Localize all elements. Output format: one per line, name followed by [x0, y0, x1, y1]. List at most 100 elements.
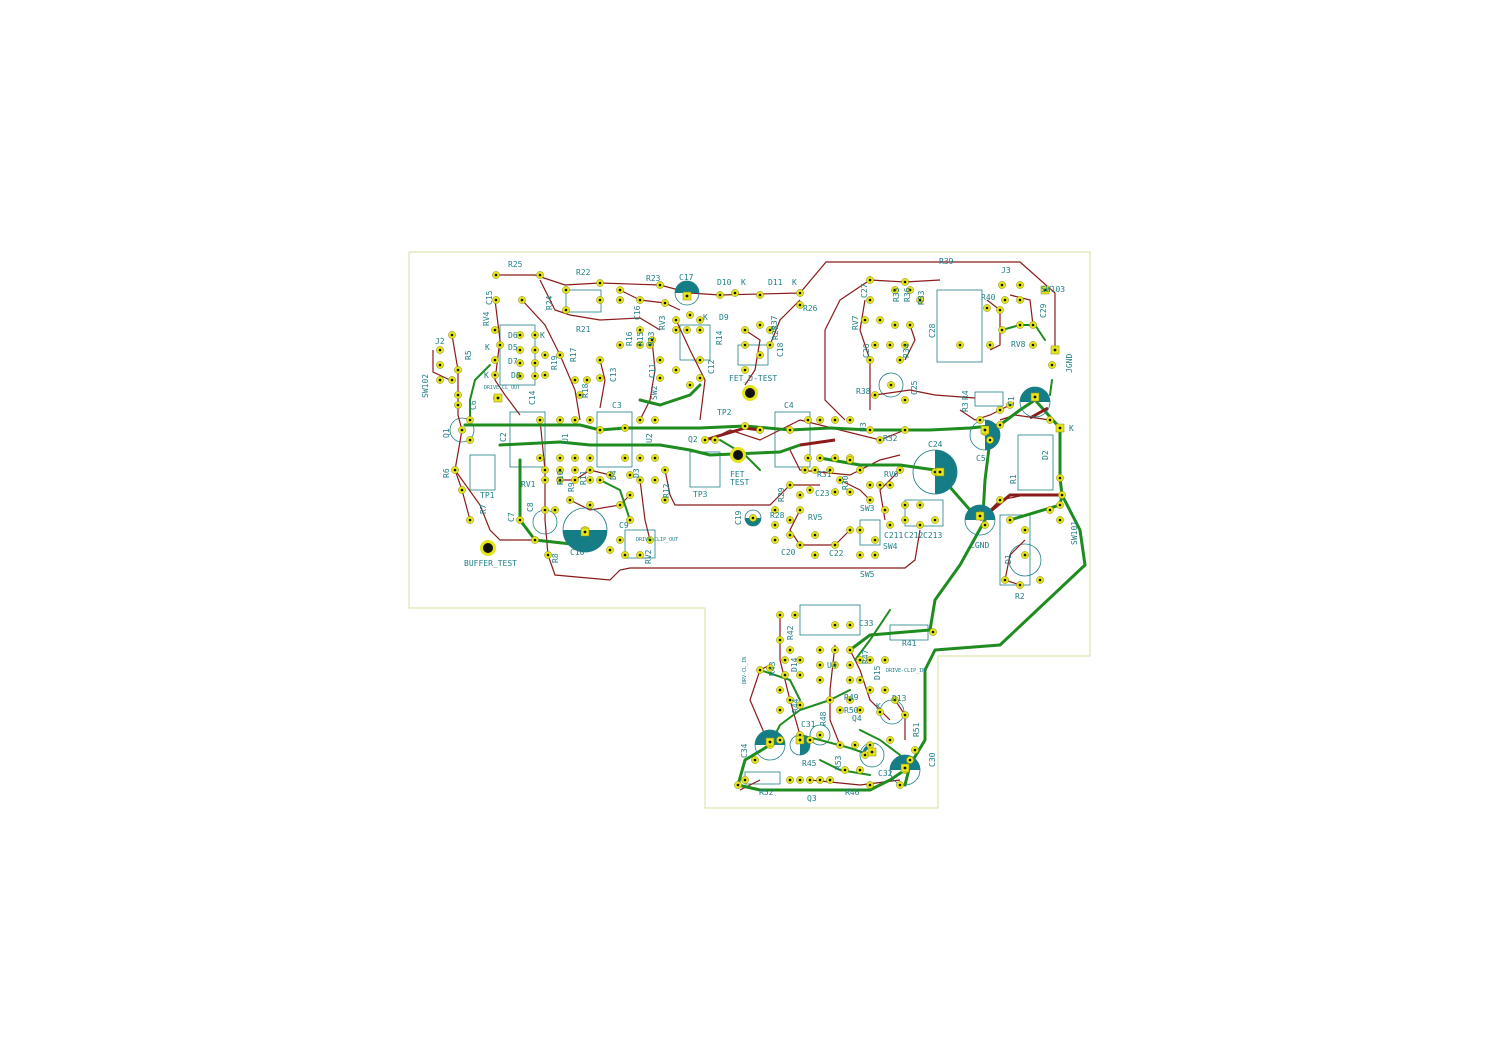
label-kd5: K	[485, 343, 490, 352]
pad-drill	[853, 743, 857, 747]
label-d13: D13	[892, 694, 907, 703]
pad-drill	[736, 783, 740, 787]
pad-drill	[533, 361, 537, 365]
label-r44: R44	[791, 698, 800, 713]
pad-drill	[798, 733, 802, 737]
pad-drill	[456, 403, 460, 407]
pad-drill	[798, 543, 802, 547]
pad-drill	[833, 663, 837, 667]
label-sw4: SW4	[883, 542, 898, 551]
label-r52: R52	[759, 788, 774, 797]
pad-drill	[808, 488, 812, 492]
pad-drill	[588, 503, 592, 507]
pad-drill	[768, 740, 772, 744]
pad-drill	[788, 518, 792, 522]
label-r28: R28	[770, 511, 785, 520]
pad-drill	[698, 358, 702, 362]
label-c17: C17	[679, 273, 694, 282]
pad-drill	[638, 298, 642, 302]
pad-drill	[778, 638, 782, 642]
pad-drill	[889, 383, 893, 387]
pad-drill	[858, 468, 862, 472]
pad-drill	[883, 688, 887, 692]
pad-drill	[758, 353, 762, 357]
pad-drill	[618, 538, 622, 542]
pad-drill	[460, 428, 464, 432]
pad-drill	[618, 298, 622, 302]
label-r32: R32	[883, 434, 898, 443]
pad-drill	[658, 358, 662, 362]
pad-drill	[1018, 283, 1022, 287]
label-c213: C213	[923, 531, 942, 540]
label-c26: C26	[862, 343, 871, 358]
pad-drill	[598, 298, 602, 302]
pad-drill	[828, 778, 832, 782]
label-sw3: SW3	[860, 504, 875, 513]
pad-drill	[598, 281, 602, 285]
label-c12: C12	[707, 359, 716, 374]
pad-drill	[438, 378, 442, 382]
pad-drill	[788, 778, 792, 782]
label-kd8: K	[484, 371, 489, 380]
label-r18: R18	[581, 383, 590, 398]
label-sw102: SW102	[421, 374, 430, 398]
pad-drill	[838, 478, 842, 482]
pad-drill	[648, 538, 652, 542]
pad-drill	[798, 738, 802, 742]
pad-drill	[798, 291, 802, 295]
pad-drill	[753, 758, 757, 762]
pad-drill	[1023, 553, 1027, 557]
pad-drill	[793, 613, 797, 617]
label-r10: R10	[556, 470, 565, 485]
electrolytic-caps	[563, 281, 1050, 770]
pad-drill	[868, 298, 872, 302]
pad-drill	[758, 668, 762, 672]
pad-drill	[778, 613, 782, 617]
label-d14: D14	[790, 657, 799, 672]
pad-drill	[518, 374, 522, 378]
pad-drill	[768, 666, 772, 670]
label-c10: C10	[570, 548, 585, 557]
pad-drill	[573, 478, 577, 482]
label-sw2: SW2	[650, 385, 659, 400]
pad-drill	[543, 508, 547, 512]
pad-drill	[493, 358, 497, 362]
pad-drill	[638, 328, 642, 332]
pad-drill	[798, 658, 802, 662]
label-c32: C32	[878, 769, 893, 778]
pad-drill	[833, 648, 837, 652]
pad-drill	[908, 758, 912, 762]
pad-drill	[538, 418, 542, 422]
pad-drill	[558, 478, 562, 482]
pad-drill	[623, 426, 627, 430]
pad-drill	[988, 438, 992, 442]
pad-drill	[818, 648, 822, 652]
pad-drill	[1018, 323, 1022, 327]
pad-drill	[788, 533, 792, 537]
pad-drill	[868, 498, 872, 502]
pad-drill	[543, 468, 547, 472]
pad-drill	[653, 478, 657, 482]
pad-drill	[623, 553, 627, 557]
pad-drill	[733, 291, 737, 295]
label-u3: U3	[859, 422, 868, 432]
label-r53: R53	[834, 755, 843, 770]
pad-drill	[588, 456, 592, 460]
pad-drill	[1058, 503, 1062, 507]
label-r30: R30	[841, 475, 850, 490]
pad-drill	[773, 523, 777, 527]
pad-drill	[838, 743, 842, 747]
label-rv3: RV3	[658, 315, 667, 330]
pad-drill	[818, 663, 822, 667]
label-c19: C19	[734, 510, 743, 525]
label-r6: R6	[442, 468, 451, 478]
pad-drill	[533, 333, 537, 337]
label-r17: R17	[569, 347, 578, 362]
pad-drill	[703, 438, 707, 442]
pad-drill	[588, 478, 592, 482]
pad-drill	[518, 361, 522, 365]
pad-drill	[828, 468, 832, 472]
label-d4: D4	[609, 470, 618, 480]
pad-drill	[638, 553, 642, 557]
pad-drill	[1058, 476, 1062, 480]
